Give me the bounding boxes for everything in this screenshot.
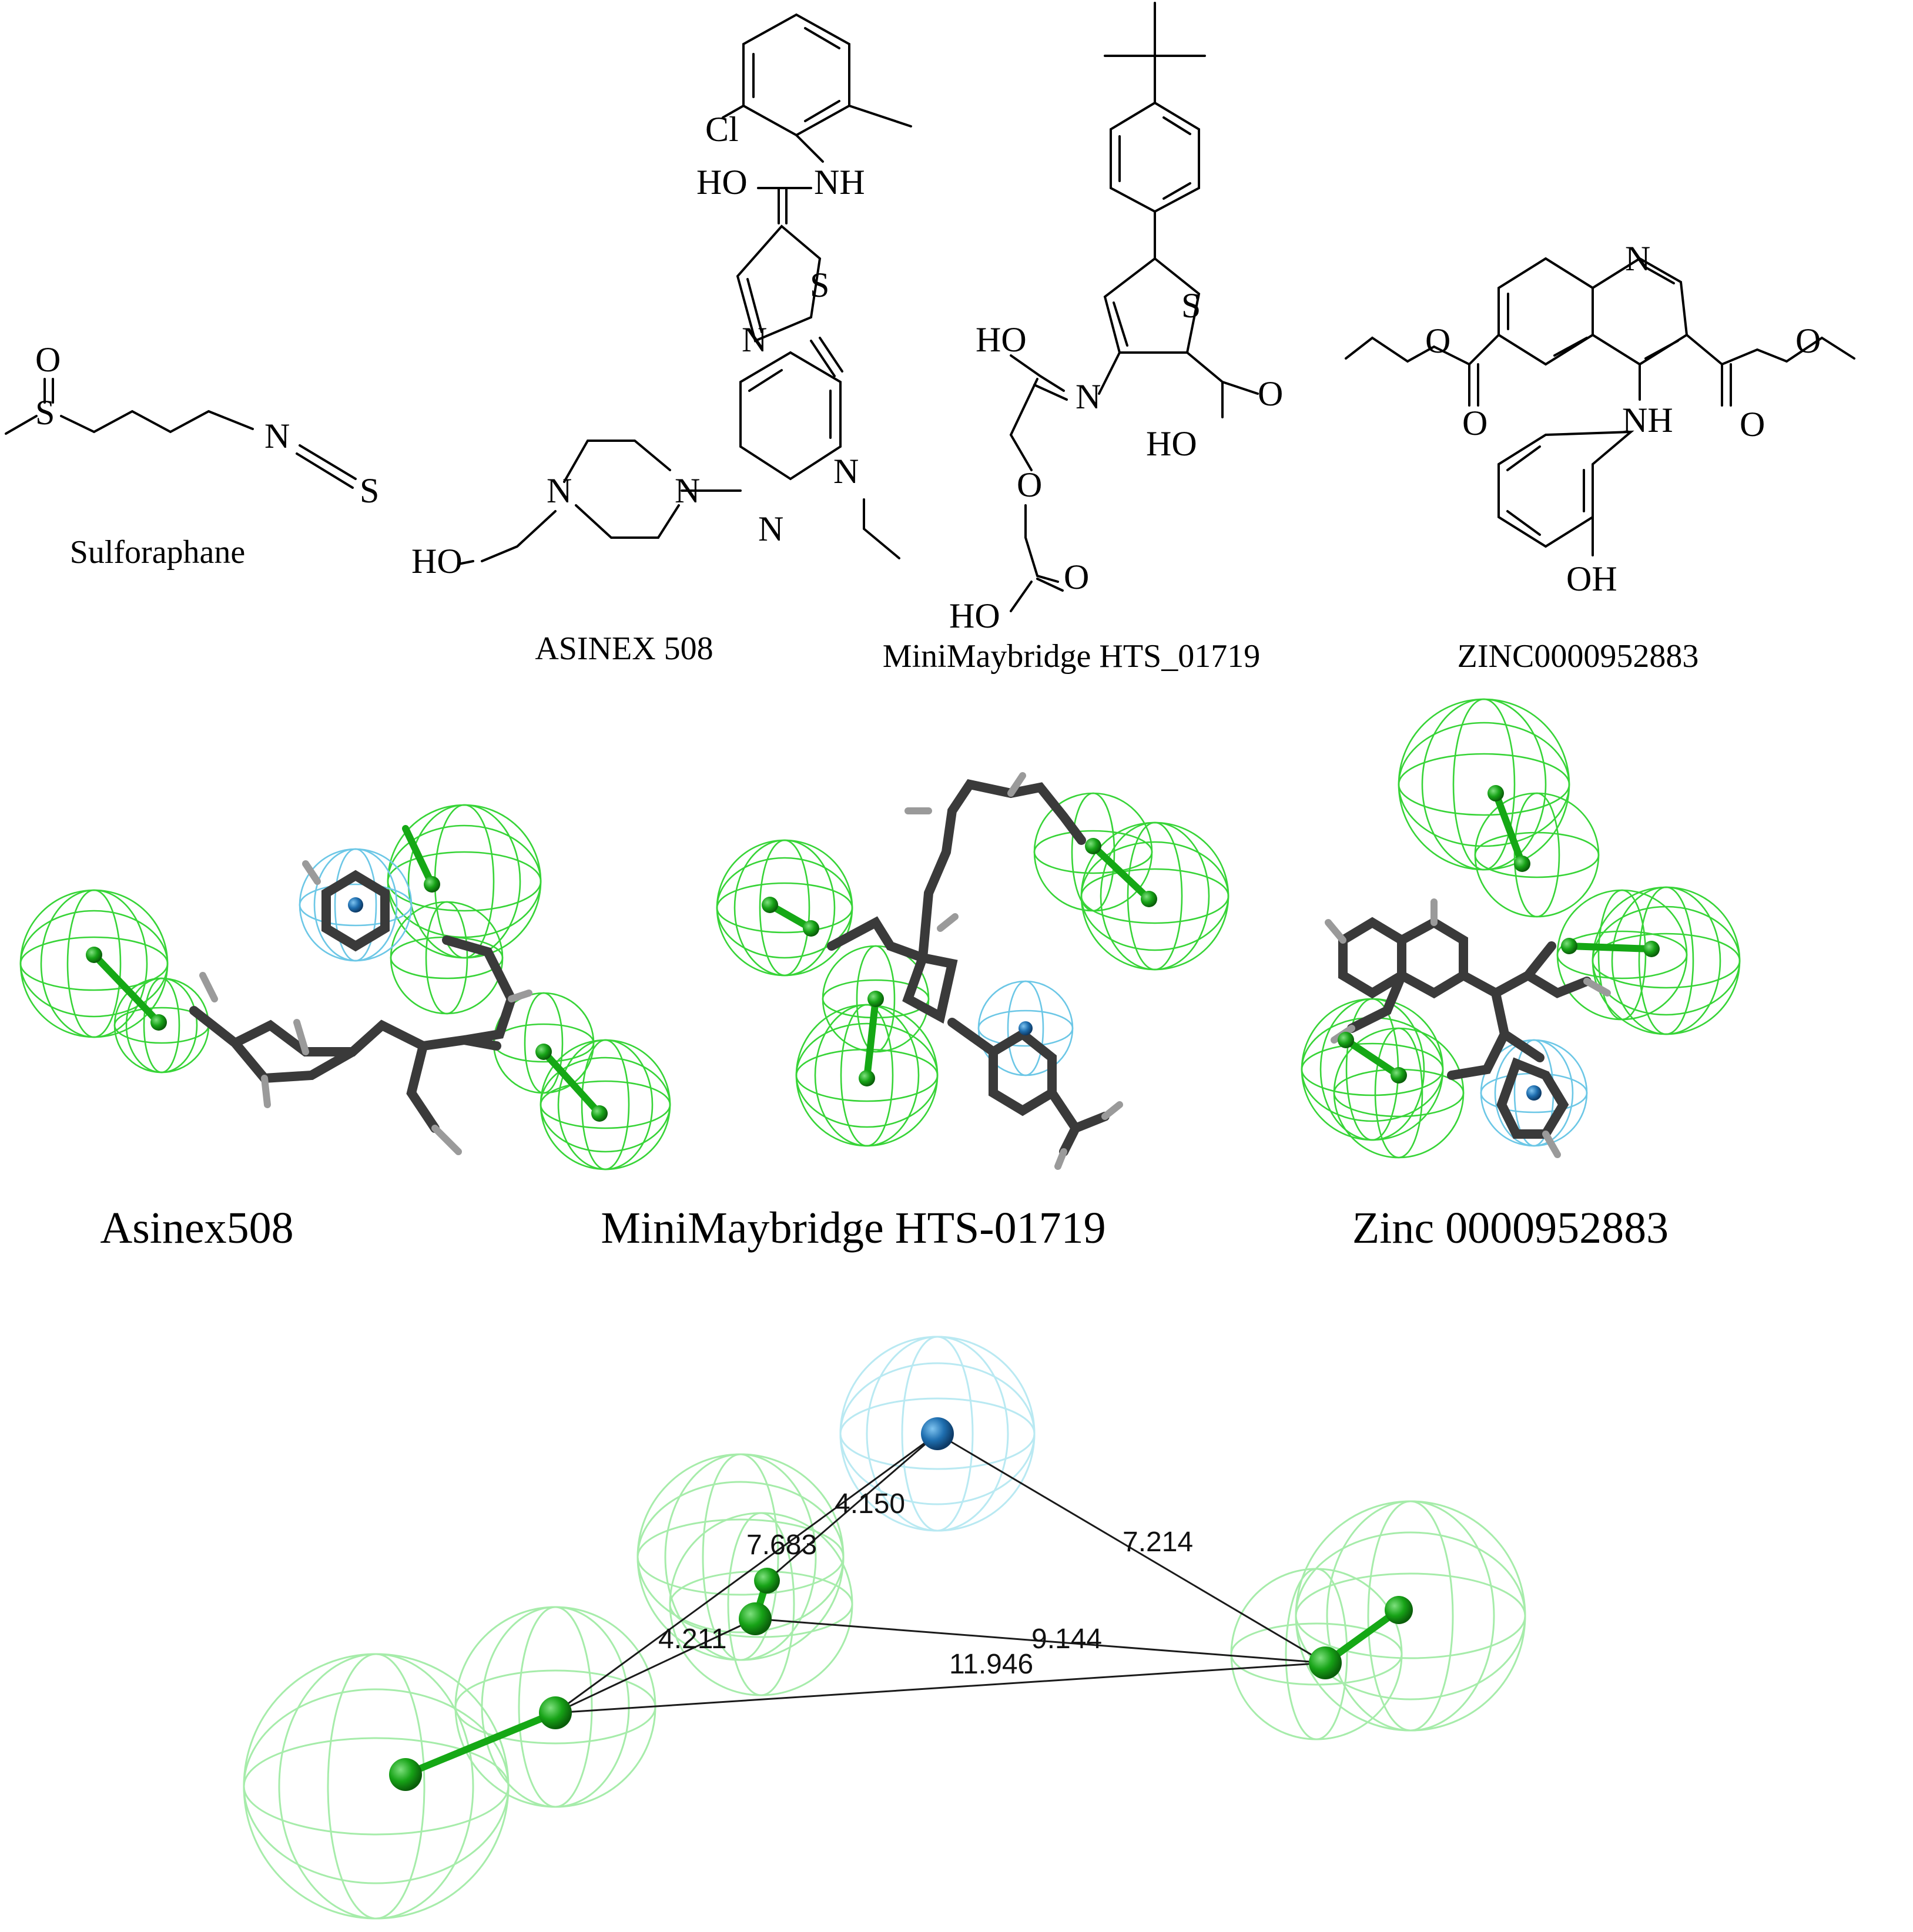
atom-label: S <box>1181 286 1201 325</box>
caption-minimaybridge: MiniMaybridge HTS_01719 <box>883 638 1260 675</box>
feature-point <box>1385 1596 1413 1624</box>
feature-sphere <box>1230 1568 1403 1740</box>
atom-label: O <box>1795 321 1821 360</box>
structure-zinc: N O O O O NH OH ZINC0000952883 <box>1345 239 1855 675</box>
distance-label: 7.214 <box>1123 1527 1193 1558</box>
caption-minimaybridge-3d: MiniMaybridge HTS-01719 <box>601 1203 1105 1253</box>
atom-label: OH <box>1566 559 1617 598</box>
atom-label: O <box>1425 321 1450 360</box>
feature-sphere <box>795 1004 939 1147</box>
caption-asinex508: ASINEX 508 <box>535 630 713 667</box>
feature-vector <box>540 1048 603 1117</box>
structure-asinex508: Cl HO NH S N N N N N HO ASINEX 508 <box>411 13 912 667</box>
feature-sphere <box>387 804 542 959</box>
feature-sphere <box>716 839 853 977</box>
feature-vector <box>91 951 162 1026</box>
feature-sphere <box>1080 821 1229 971</box>
caption-sulforaphane: Sulforaphane <box>70 534 246 571</box>
atom-label: HO <box>976 320 1027 359</box>
atom-label: NH <box>814 163 865 202</box>
distance-line <box>555 1618 756 1714</box>
distance-line <box>937 1433 1326 1664</box>
structure-sulforaphane: O S N S Sulforaphane <box>5 340 379 571</box>
atom-label: N <box>1625 239 1650 278</box>
caption-zinc-3d: Zinc 0000952883 <box>1352 1203 1669 1253</box>
feature-vector <box>1342 1037 1402 1079</box>
atom-label: O <box>1258 374 1283 413</box>
distance-label: 7.683 <box>746 1530 817 1561</box>
atom-label: N <box>264 417 290 455</box>
feature-sphere <box>454 1606 656 1808</box>
feature-sphere <box>19 889 169 1038</box>
atom-label: HO <box>696 163 748 202</box>
feature-vector <box>1566 942 1655 952</box>
feature-sphere-aromatic <box>299 848 413 962</box>
distance-line <box>555 1433 938 1714</box>
feature-point <box>1309 1646 1342 1679</box>
model-zinc: Zinc 0000952883 <box>1301 698 1741 1253</box>
distance-label: 4.150 <box>835 1488 905 1520</box>
distance-label: 11.946 <box>949 1649 1033 1680</box>
atom-label: N <box>547 471 572 510</box>
atom-label: HO <box>411 542 463 581</box>
atom-label: O <box>1462 404 1487 442</box>
feature-sphere <box>540 1039 671 1170</box>
atom-label: N <box>742 320 767 359</box>
atom-label: S <box>35 393 55 432</box>
feature-point <box>754 1568 780 1594</box>
pharmacophore-model: 4.150 7.683 7.214 4.211 9.144 11.946 <box>243 1336 1526 1920</box>
atom-label: N <box>758 509 783 548</box>
feature-vector <box>402 1709 559 1778</box>
feature-vector <box>863 995 879 1082</box>
distance-line <box>766 1433 938 1582</box>
atom-label: O <box>35 340 61 379</box>
feature-sphere <box>1556 889 1688 1021</box>
atom-label: O <box>1017 465 1042 504</box>
atom-label: HO <box>949 596 1000 635</box>
feature-sphere <box>636 1453 845 1661</box>
atom-label: HO <box>1146 424 1197 463</box>
caption-zinc: ZINC0000952883 <box>1458 638 1699 675</box>
feature-point <box>739 1602 772 1635</box>
atom-label: S <box>360 471 379 510</box>
feature-vector <box>1492 790 1526 867</box>
atom-label: S <box>810 266 829 304</box>
caption-asinex508-3d: Asinex508 <box>100 1203 293 1253</box>
feature-sphere <box>1592 886 1741 1035</box>
feature-point-aromatic <box>921 1417 954 1450</box>
atom-label: N <box>1076 377 1101 416</box>
feature-sphere <box>390 901 504 1015</box>
feature-point <box>539 1696 572 1729</box>
feature-vector <box>1090 843 1153 903</box>
atom-label: Cl <box>705 110 739 149</box>
distance-label: 4.211 <box>658 1624 727 1655</box>
feature-sphere-aromatic <box>839 1336 1036 1532</box>
feature-sphere <box>1474 792 1600 918</box>
model-asinex508: Asinex508 <box>19 804 671 1253</box>
atom-label: O <box>1740 405 1765 444</box>
distance-line <box>755 1618 1326 1664</box>
model-minimaybridge: MiniMaybridge HTS-01719 <box>601 772 1229 1253</box>
feature-sphere-aromatic <box>977 980 1074 1076</box>
atom-label: N <box>833 452 859 491</box>
feature-vector <box>402 825 435 888</box>
feature-point <box>389 1758 422 1791</box>
distance-label: 9.144 <box>1031 1624 1102 1655</box>
distance-line <box>555 1662 1326 1714</box>
atom-label: O <box>1064 558 1089 596</box>
feature-sphere <box>1398 698 1570 871</box>
feature-sphere <box>1295 1500 1526 1732</box>
atom-label: N <box>675 471 700 510</box>
structure-minimaybridge: S HO N O HO O O HO MiniMaybridge HTS_017… <box>883 2 1283 675</box>
feature-sphere <box>243 1653 510 1920</box>
